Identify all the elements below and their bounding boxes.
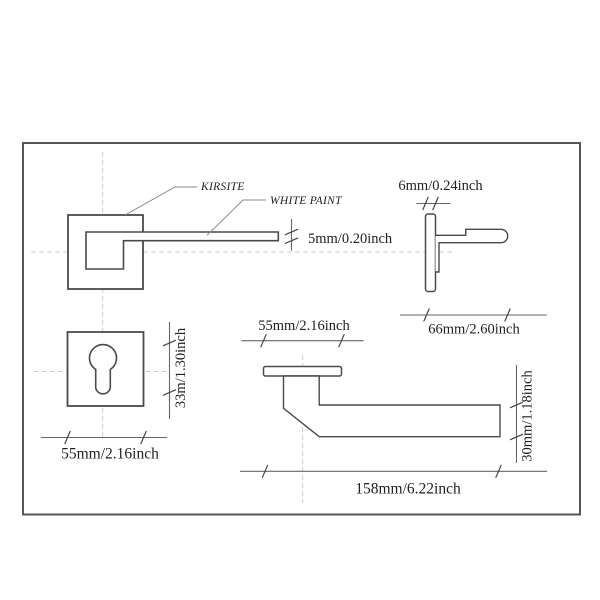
dim-33mm-tick-bottom — [162, 389, 177, 396]
dim-keyhole-height — [162, 322, 177, 419]
dim-55mm-esc-tick-left — [64, 430, 71, 445]
kirsite-leader-line — [125, 186, 197, 216]
dim-5mm-tick-bottom — [284, 237, 299, 245]
side-lever-profile — [435, 228, 509, 273]
dim-66mm-tick-left — [423, 308, 430, 322]
dim-158mm-text: 158mm/6.22inch — [355, 481, 461, 498]
dim-6mm-tick-left — [422, 196, 429, 211]
top-lever-outline — [282, 375, 501, 438]
dim-66mm-text: 66mm/2.60inch — [428, 322, 520, 338]
keyhole-outline — [88, 343, 118, 395]
top-rose-plate — [262, 365, 343, 377]
dim-55mm-esc-tick-right — [140, 430, 147, 445]
dim-33mm-text: 33m/1.30inch — [173, 327, 189, 408]
dim-overall-length — [240, 464, 547, 479]
dim-6mm-text: 6mm/0.24inch — [398, 178, 483, 194]
dim-158mm-tick-left — [261, 464, 269, 479]
front-lever-outline — [85, 231, 280, 270]
dim-rose-width — [241, 333, 364, 348]
dim-projection — [400, 308, 547, 322]
dim-55mm-rose-tick-right — [338, 333, 345, 348]
dim-30mm-tick-bottom — [509, 433, 524, 441]
dim-lever-thickness — [284, 219, 299, 251]
dim-escutcheon-width — [41, 430, 167, 445]
dim-158mm-tick-right — [495, 464, 502, 479]
dim-66mm-tick-right — [504, 308, 511, 322]
dim-33mm-tick-top — [162, 339, 177, 347]
dim-30mm-tick-top — [509, 401, 524, 409]
white-paint-label: WHITE PAINT — [270, 195, 343, 207]
white-paint-leader-line — [206, 199, 266, 236]
drawing-border — [22, 142, 581, 516]
kirsite-label: KIRSITE — [200, 181, 245, 193]
dim-55mm-rose-tick-left — [260, 333, 267, 348]
dim-55mm-esc-text: 55mm/2.16inch — [61, 446, 159, 463]
dim-5mm-tick-top — [284, 228, 299, 236]
dim-55mm-rose-text: 55mm/2.16inch — [258, 318, 350, 334]
front-view: KIRSITE WHITE PAINT 5mm/0.20inch — [67, 181, 393, 290]
dim-30mm-text: 30mm/1.18inch — [520, 370, 536, 462]
dim-rose-thickness — [416, 196, 451, 211]
dim-5mm-text: 5mm/0.20inch — [308, 231, 393, 247]
top-view: 55mm/2.16inch 30mm/1.18inch 158mm/6.22in… — [240, 318, 547, 498]
escutcheon-view: 33m/1.30inch 55mm/2.16inch — [41, 322, 189, 463]
dim-grip-depth — [509, 365, 524, 463]
dim-6mm-tick-right — [432, 196, 439, 211]
side-view: 6mm/0.24inch 66mm/2.60inch — [398, 178, 547, 338]
side-rose-plate — [424, 213, 437, 293]
